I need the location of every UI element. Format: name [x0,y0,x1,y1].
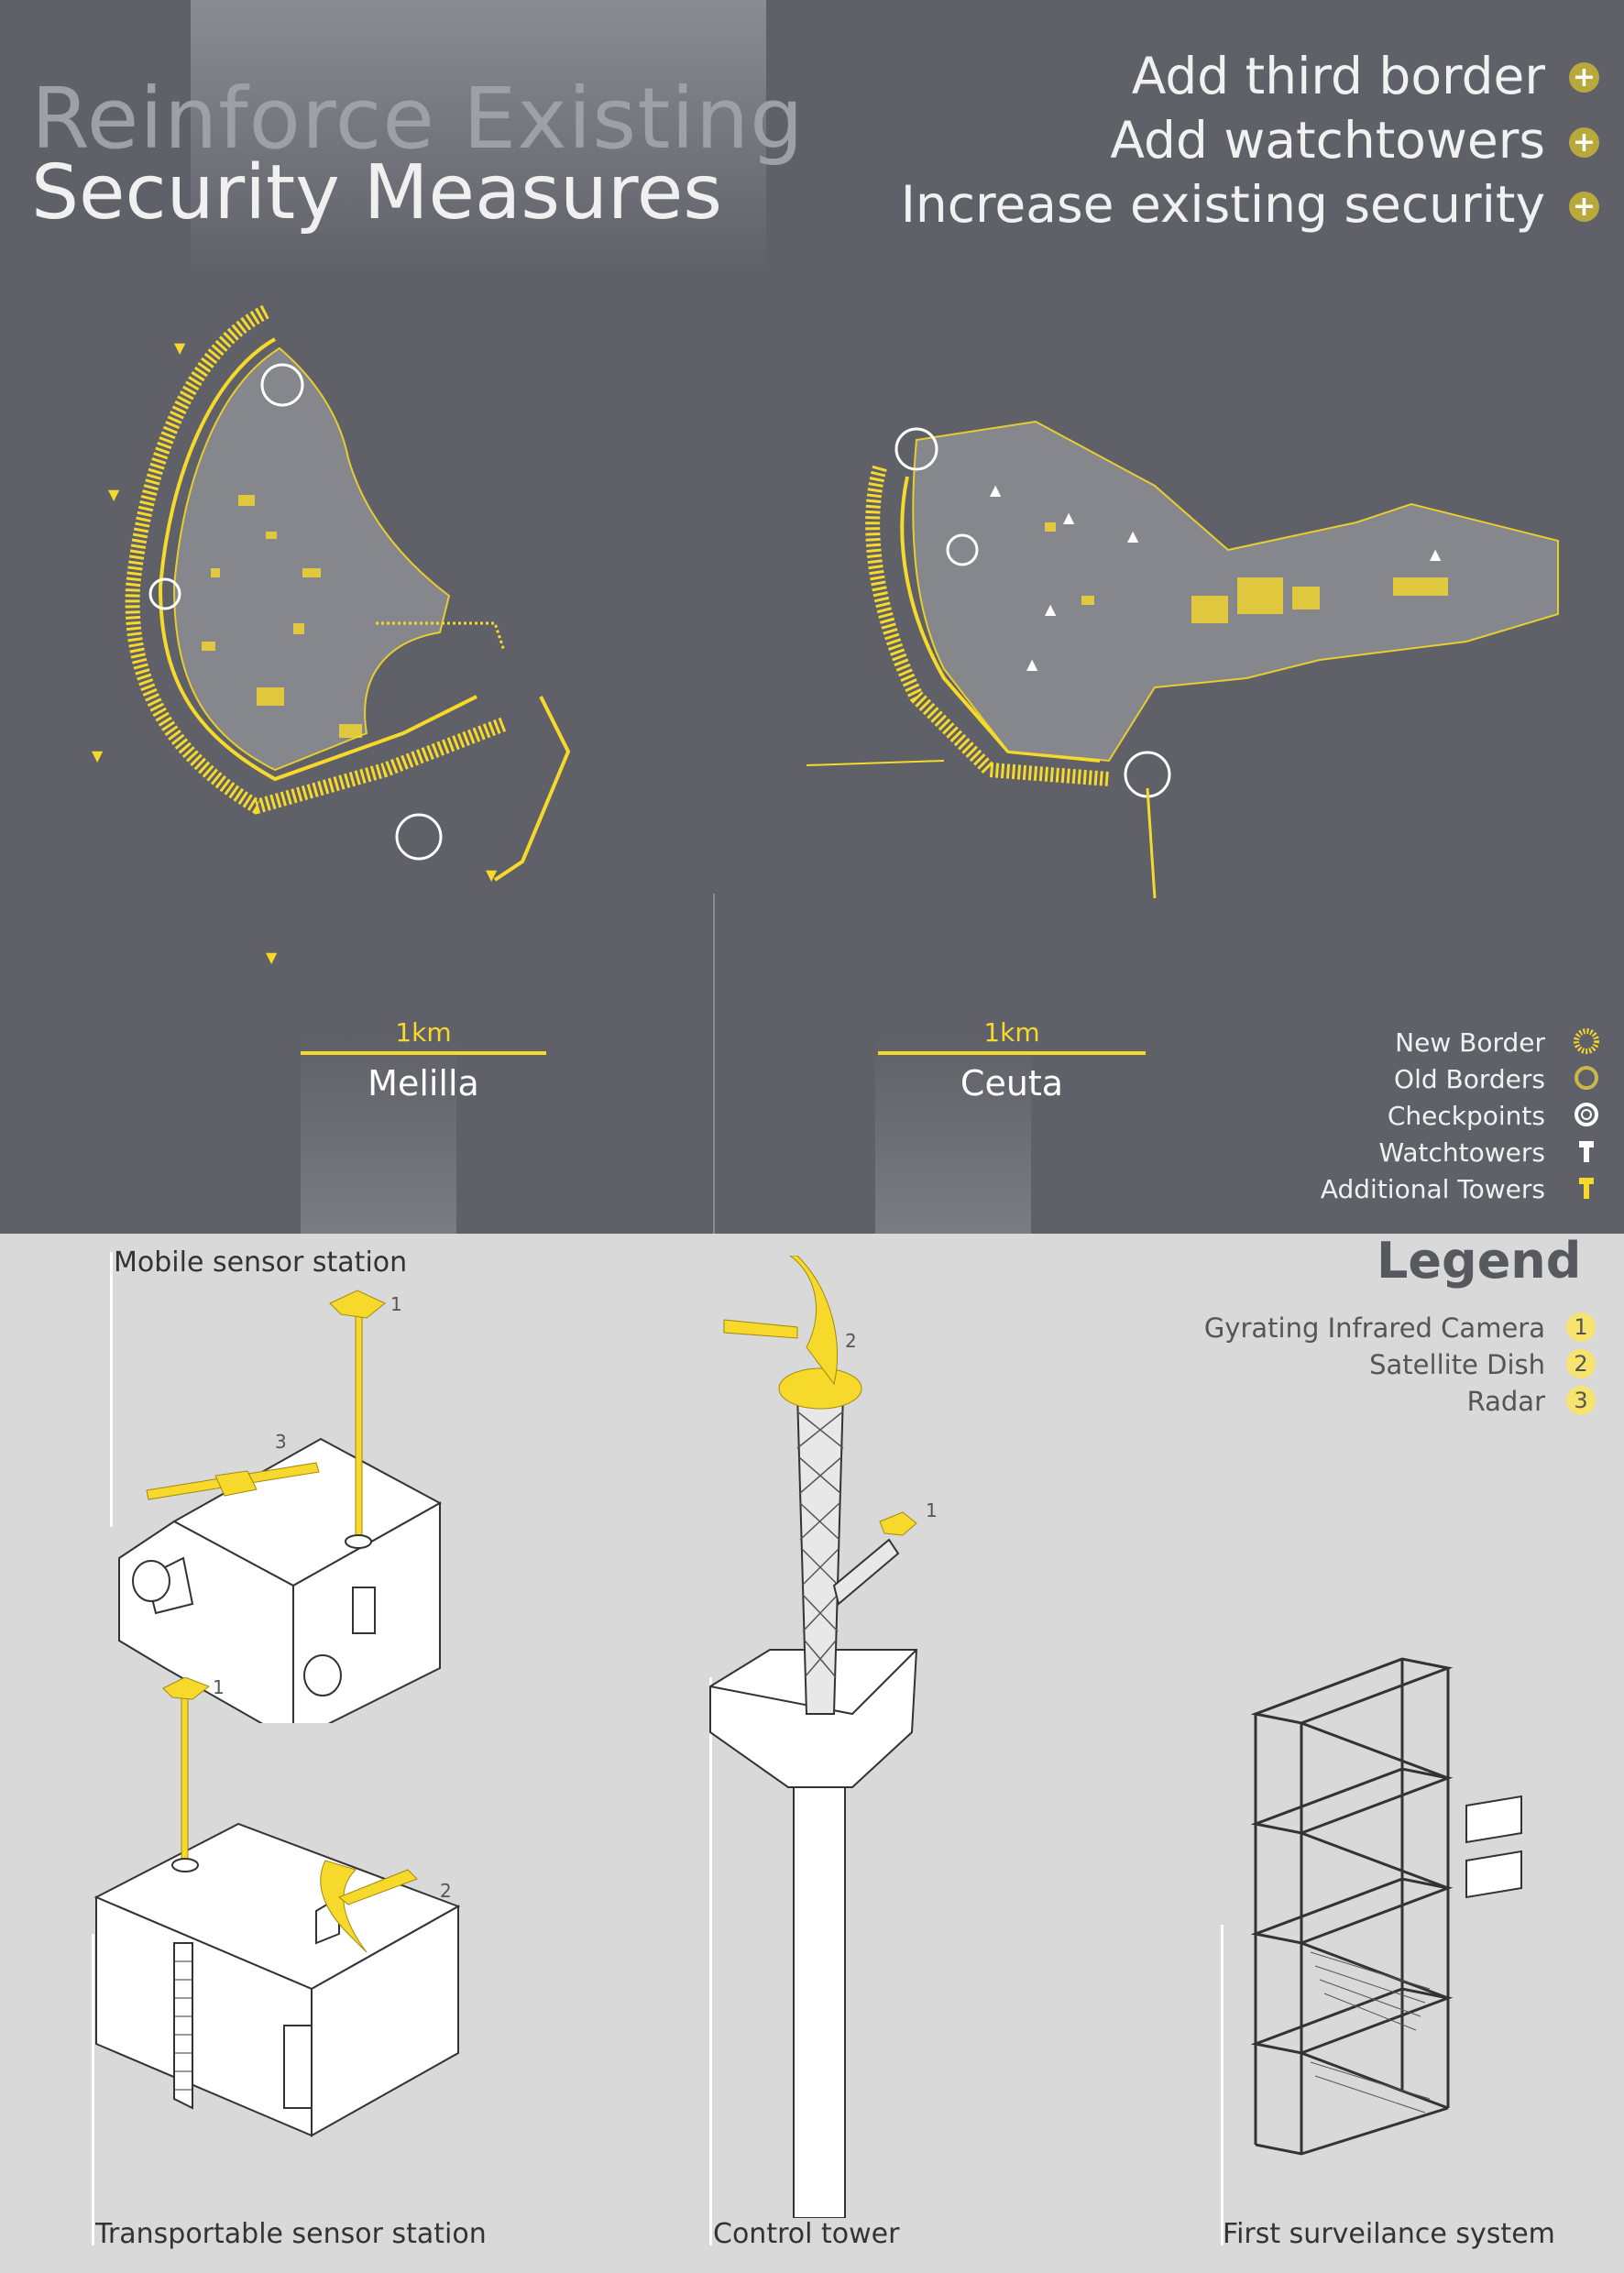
old-border-icon [1575,1066,1598,1090]
callout-1: 1 [926,1499,938,1521]
action-add-watchtowers: Add watchtowers [1110,111,1545,170]
ceuta-map: ▲ ▲ ▲ ▲ ▲ ▲ [807,420,1559,899]
legend-old-borders: Old Borders [1394,1064,1545,1094]
melilla-label: Melilla [368,1063,479,1104]
legend-satellite-dish: Satellite Dish [1369,1349,1545,1380]
camera-pole [355,1310,363,1541]
new-border-icon [1574,1028,1599,1054]
svg-text:▲: ▲ [1127,527,1139,544]
svg-text:▲: ▲ [1063,509,1075,526]
melilla-scale-label: 1km [395,1017,452,1048]
guide-line [709,1677,712,2246]
ceuta-scale-bar [878,1051,1146,1055]
page-title-line2: Security Measures [31,149,723,236]
callout-2: 2 [440,1880,452,1902]
light-beam [191,0,766,275]
svg-text:▲: ▲ [1430,545,1442,563]
svg-text:▼: ▼ [266,949,278,966]
legend-num-2: 2 [1566,1349,1596,1378]
melilla-scale-bar [301,1051,546,1055]
plus-icon: + [1569,127,1599,158]
legend-num-3: 3 [1566,1386,1596,1415]
plus-icon: + [1569,62,1599,93]
van-wheel [303,1654,342,1697]
map-divider [713,894,715,1234]
action-increase-security: Increase existing security [900,175,1545,234]
page-title-line1: Reinforce Existing [31,70,805,168]
van-wheel [132,1560,170,1602]
legend-additional-towers: Additional Towers [1320,1174,1545,1204]
light-beam [301,1036,456,1234]
equipment-legend-title: Legend [1377,1232,1582,1290]
legend-checkpoints: Checkpoints [1387,1101,1545,1131]
svg-text:▼: ▼ [174,339,186,357]
infrared-camera [329,1290,386,1319]
light-beam [875,1036,1031,1234]
melilla-map: ▼ ▼ ▼ ▼ ▼ [92,304,571,966]
additional-tower-icon [1579,1178,1594,1199]
satellite-dish [320,1860,368,1953]
caption-mobile-sensor-station: Mobile sensor station [114,1246,408,1279]
satellite-dish [789,1256,839,1386]
svg-text:▲: ▲ [1026,655,1038,673]
callout-1: 1 [390,1293,402,1315]
svg-text:▼: ▼ [486,866,498,884]
action-add-third-border: Add third border [1131,47,1545,105]
first-surveillance-system [1250,1657,1522,2156]
checkpoint-icon [1575,1103,1598,1126]
van-equipment: 1 3 [132,1290,402,1697]
caption-control-tower: Control tower [713,2218,900,2250]
callout-3: 3 [275,1431,287,1453]
guide-line [92,1934,94,2246]
guide-line [110,1252,113,1527]
ceuta-scale-label: 1km [983,1017,1040,1048]
svg-text:▲: ▲ [1045,600,1057,618]
caption-transportable-sensor-station: Transportable sensor station [95,2218,487,2250]
callout-1: 1 [213,1677,225,1698]
watchtower-icon [1579,1141,1594,1162]
legend-watchtowers: Watchtowers [1378,1137,1545,1168]
callout-2: 2 [845,1330,857,1352]
guide-line [1221,1925,1223,2246]
control-tower: 2 1 [709,1256,938,2218]
legend-radar: Radar [1466,1386,1545,1417]
plus-icon: + [1569,192,1599,222]
svg-text:▲: ▲ [990,481,1002,499]
legend-camera: Gyrating Infrared Camera [1203,1312,1545,1344]
svg-text:▼: ▼ [108,486,120,503]
caption-first-surveillance-system: First surveilance system [1223,2218,1555,2250]
ceuta-label: Ceuta [960,1063,1064,1104]
legend-num-1: 1 [1566,1312,1596,1342]
legend-new-border: New Border [1395,1027,1545,1058]
transportable-sensor-station: 1 2 [93,1677,461,2137]
svg-text:▼: ▼ [92,747,104,764]
